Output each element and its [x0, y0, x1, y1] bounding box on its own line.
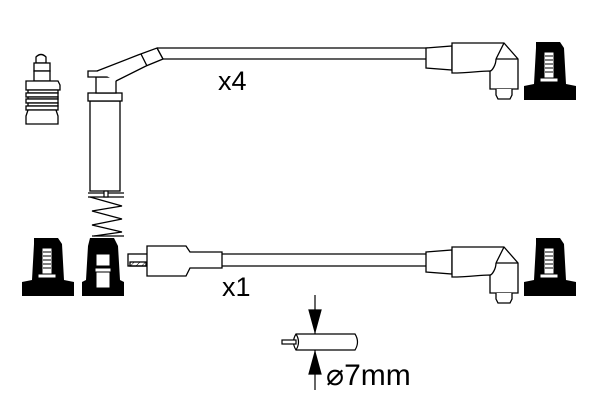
spring-icon: [88, 190, 124, 237]
diameter-value: 7mm: [344, 359, 411, 392]
straight-coil-boot: [127, 245, 223, 277]
quantity-label-long: x4: [218, 66, 247, 96]
cable-section-icon: [281, 333, 359, 351]
diameter-symbol: ⌀: [326, 359, 345, 392]
dimension-arrow-icon: [308, 295, 322, 390]
coil-pencil-boot: [87, 47, 164, 192]
rubber-boot-icon: [21, 237, 75, 297]
spark-plug-terminal-icon: [25, 53, 61, 125]
boot-cutaway-icon: [82, 238, 124, 296]
rubber-boot-icon: [523, 41, 577, 101]
cable-long: [157, 47, 428, 60]
diameter-label: ⌀7mm: [326, 358, 411, 393]
quantity-label-short: x1: [222, 272, 251, 302]
angled-plug-boot-bottom: [425, 246, 519, 304]
angled-plug-boot-top: [425, 42, 519, 100]
rubber-boot-icon: [523, 237, 577, 297]
cable-short: [222, 253, 428, 267]
